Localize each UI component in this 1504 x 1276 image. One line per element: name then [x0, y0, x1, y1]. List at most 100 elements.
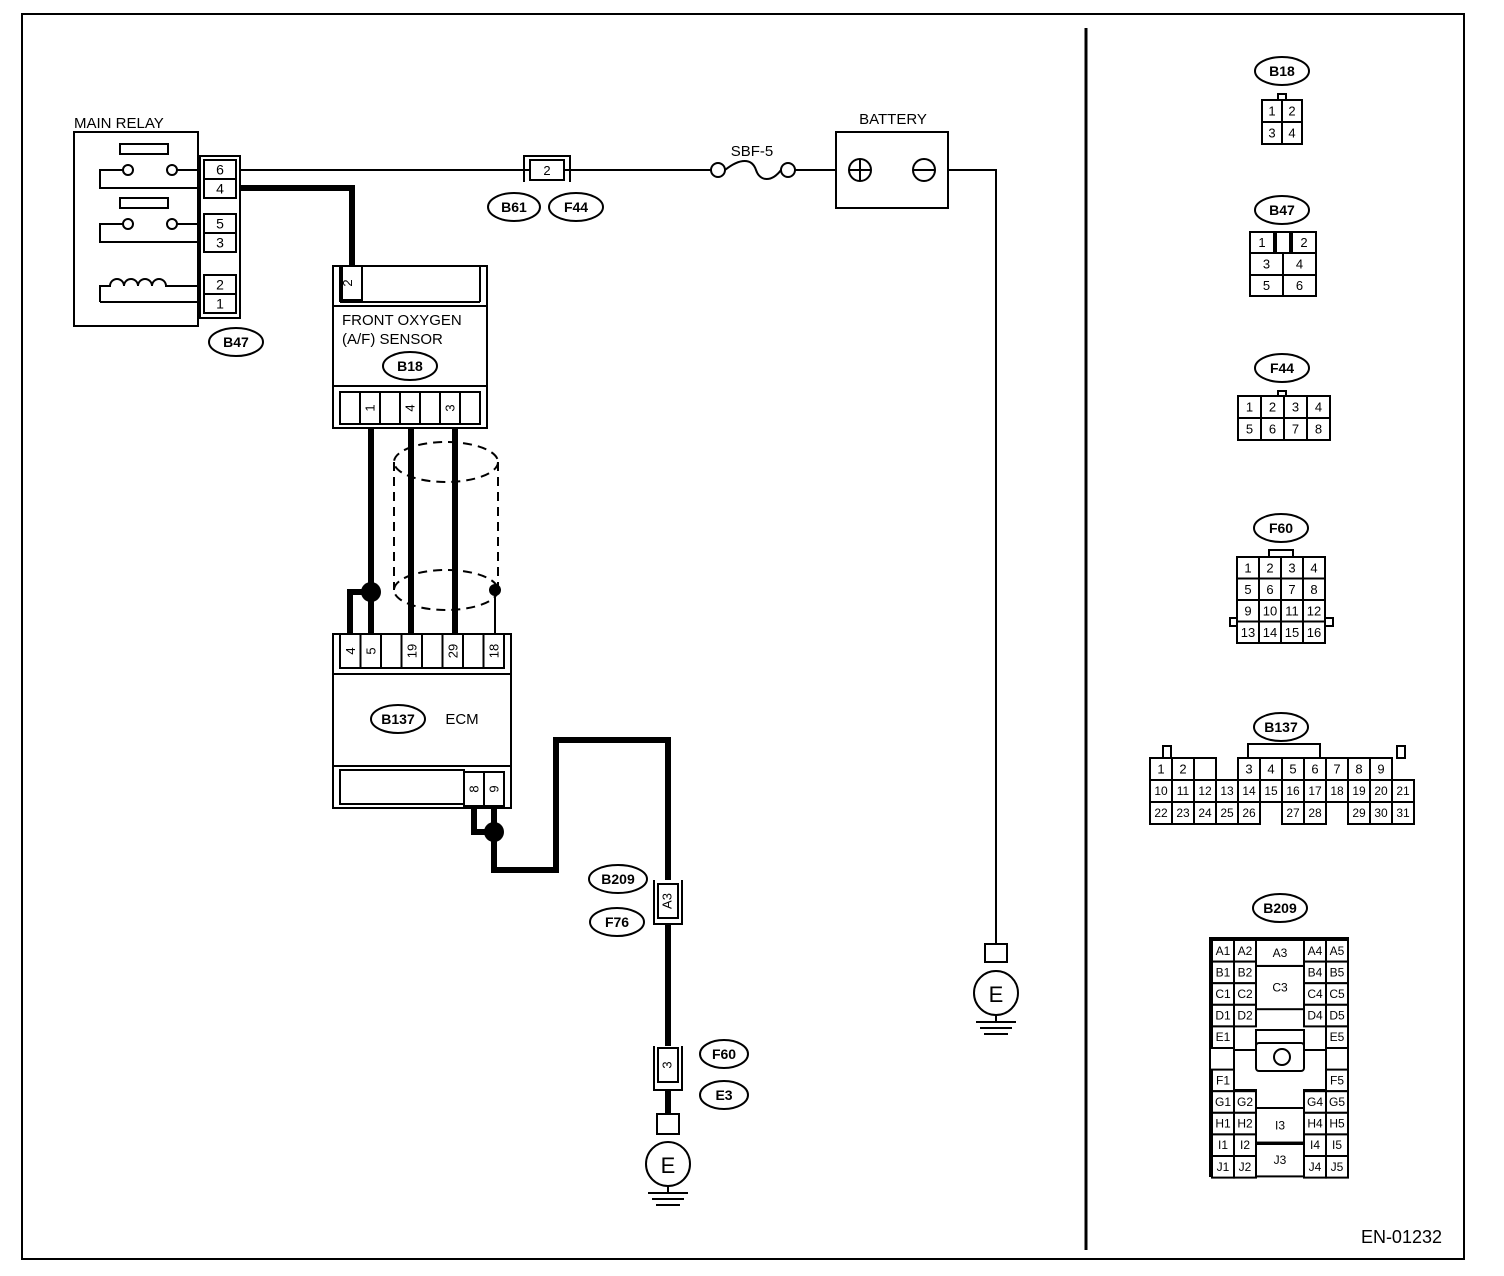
pin-label: I2: [1240, 1138, 1250, 1152]
pin-label: 1: [1246, 400, 1253, 415]
pin-label: 3: [1263, 257, 1270, 272]
pin-label: D4: [1307, 1009, 1323, 1023]
pin-label: 1: [1268, 104, 1275, 119]
pin-label: 13: [1220, 784, 1234, 798]
svg-text:B137: B137: [1264, 719, 1298, 735]
pin-label: 2: [1300, 235, 1307, 250]
pin-label: D1: [1215, 1009, 1231, 1023]
svg-text:B47: B47: [1269, 202, 1295, 218]
pin-label: 10: [1263, 603, 1277, 618]
pin-label: 4: [1315, 400, 1322, 415]
pin-label: C5: [1329, 987, 1345, 1001]
pin-label: 3: [443, 404, 458, 411]
svg-text:2: 2: [340, 279, 355, 286]
pin-label: 3: [216, 235, 224, 251]
pin-label: J2: [1239, 1160, 1252, 1174]
pin-label: 2: [1288, 104, 1295, 119]
legend-oval: B18: [1254, 56, 1310, 86]
pin-label: 1: [216, 296, 224, 312]
pin-label: 15: [1285, 625, 1299, 640]
pin-label: J5: [1331, 1160, 1344, 1174]
pin-label: 1: [1157, 762, 1164, 777]
pin-label: 2: [216, 277, 224, 293]
legend-oval: B137: [1253, 712, 1309, 742]
pin-label: I4: [1310, 1138, 1320, 1152]
svg-text:E: E: [989, 982, 1004, 1007]
pin-label: F1: [1216, 1073, 1230, 1087]
pin-label: A5: [1330, 944, 1345, 958]
svg-text:ECM: ECM: [445, 711, 478, 728]
pin-label: 9: [1377, 762, 1384, 777]
svg-text:(A/F) SENSOR: (A/F) SENSOR: [342, 331, 443, 348]
svg-text:B209: B209: [1263, 900, 1297, 916]
svg-text:A3: A3: [659, 893, 674, 909]
pin-label: 9: [1244, 603, 1251, 618]
pin-label: 6: [216, 162, 224, 178]
pin-label: 3: [1268, 126, 1275, 141]
pin-label: 11: [1177, 784, 1190, 798]
pin-label: I1: [1218, 1138, 1228, 1152]
splice-dot: [489, 584, 501, 596]
pin-label: G2: [1237, 1095, 1253, 1109]
pin-label: I3: [1275, 1118, 1285, 1132]
inline-connector-b61-f44: 2 B61 F44: [487, 155, 604, 222]
pin-label: E5: [1330, 1030, 1345, 1044]
wire-relay-to-sensor: [240, 185, 355, 268]
fuse-sbf5: SBF-5: [710, 143, 796, 180]
legend-oval: B47: [1254, 195, 1310, 225]
svg-text:F44: F44: [564, 199, 588, 215]
pin-label: 7: [1292, 422, 1299, 437]
pin-label: J4: [1309, 1160, 1322, 1174]
pin-label: 13: [1241, 625, 1255, 640]
wire-battery-to-ground: [948, 169, 997, 944]
pin-label: 29: [1352, 806, 1366, 820]
pin-label: 5: [216, 216, 224, 232]
splice-dot: [361, 582, 381, 602]
pin-label: 5: [1263, 278, 1270, 293]
sensor-ecm-wires: [347, 428, 501, 636]
pin-label: 5: [1289, 762, 1296, 777]
svg-text:B18: B18: [1269, 63, 1295, 79]
pin-label: 16: [1286, 784, 1300, 798]
svg-text:F76: F76: [605, 914, 629, 930]
svg-text:B47: B47: [223, 334, 249, 350]
pin-label: 30: [1374, 806, 1388, 820]
pin-label: J3: [1274, 1153, 1287, 1167]
pin-label: 27: [1286, 806, 1300, 820]
pin-label: 24: [1198, 806, 1212, 820]
pin-label: G4: [1307, 1095, 1323, 1109]
connector-f60-e3: 3 F60 E3: [653, 1039, 749, 1110]
pin-label: 26: [1242, 806, 1256, 820]
pin-label: A1: [1216, 944, 1231, 958]
svg-text:BATTERY: BATTERY: [859, 111, 927, 128]
pin-label: 6: [1266, 582, 1273, 597]
svg-text:2: 2: [543, 163, 550, 178]
svg-text:F44: F44: [1270, 360, 1294, 376]
pin-label: 4: [1296, 257, 1303, 272]
pin-label: H5: [1329, 1117, 1345, 1131]
pin-label: 19: [1352, 784, 1366, 798]
pin-label: I5: [1332, 1138, 1342, 1152]
pin-label: 12: [1307, 603, 1321, 618]
pin-label: 18: [1330, 784, 1344, 798]
pin-label: 7: [1288, 582, 1295, 597]
pin-label: 3: [1288, 560, 1295, 575]
pin-label: 19: [404, 644, 419, 658]
pin-label: 11: [1285, 603, 1299, 618]
pin-label: H2: [1237, 1117, 1253, 1131]
pin-label: 20: [1374, 784, 1388, 798]
pin-label: 21: [1396, 784, 1410, 798]
battery-ground: E: [973, 943, 1019, 1035]
pin-label: F5: [1330, 1073, 1344, 1087]
ecm-ground: E: [645, 1113, 691, 1206]
pin-label: 14: [1242, 784, 1256, 798]
pin-label: 18: [486, 644, 501, 658]
pin-label: 14: [1263, 625, 1277, 640]
svg-text:B18: B18: [397, 358, 423, 374]
pin-label: 4: [216, 181, 224, 197]
pin-label: 5: [363, 647, 378, 654]
pin-label: 4: [1288, 126, 1295, 141]
